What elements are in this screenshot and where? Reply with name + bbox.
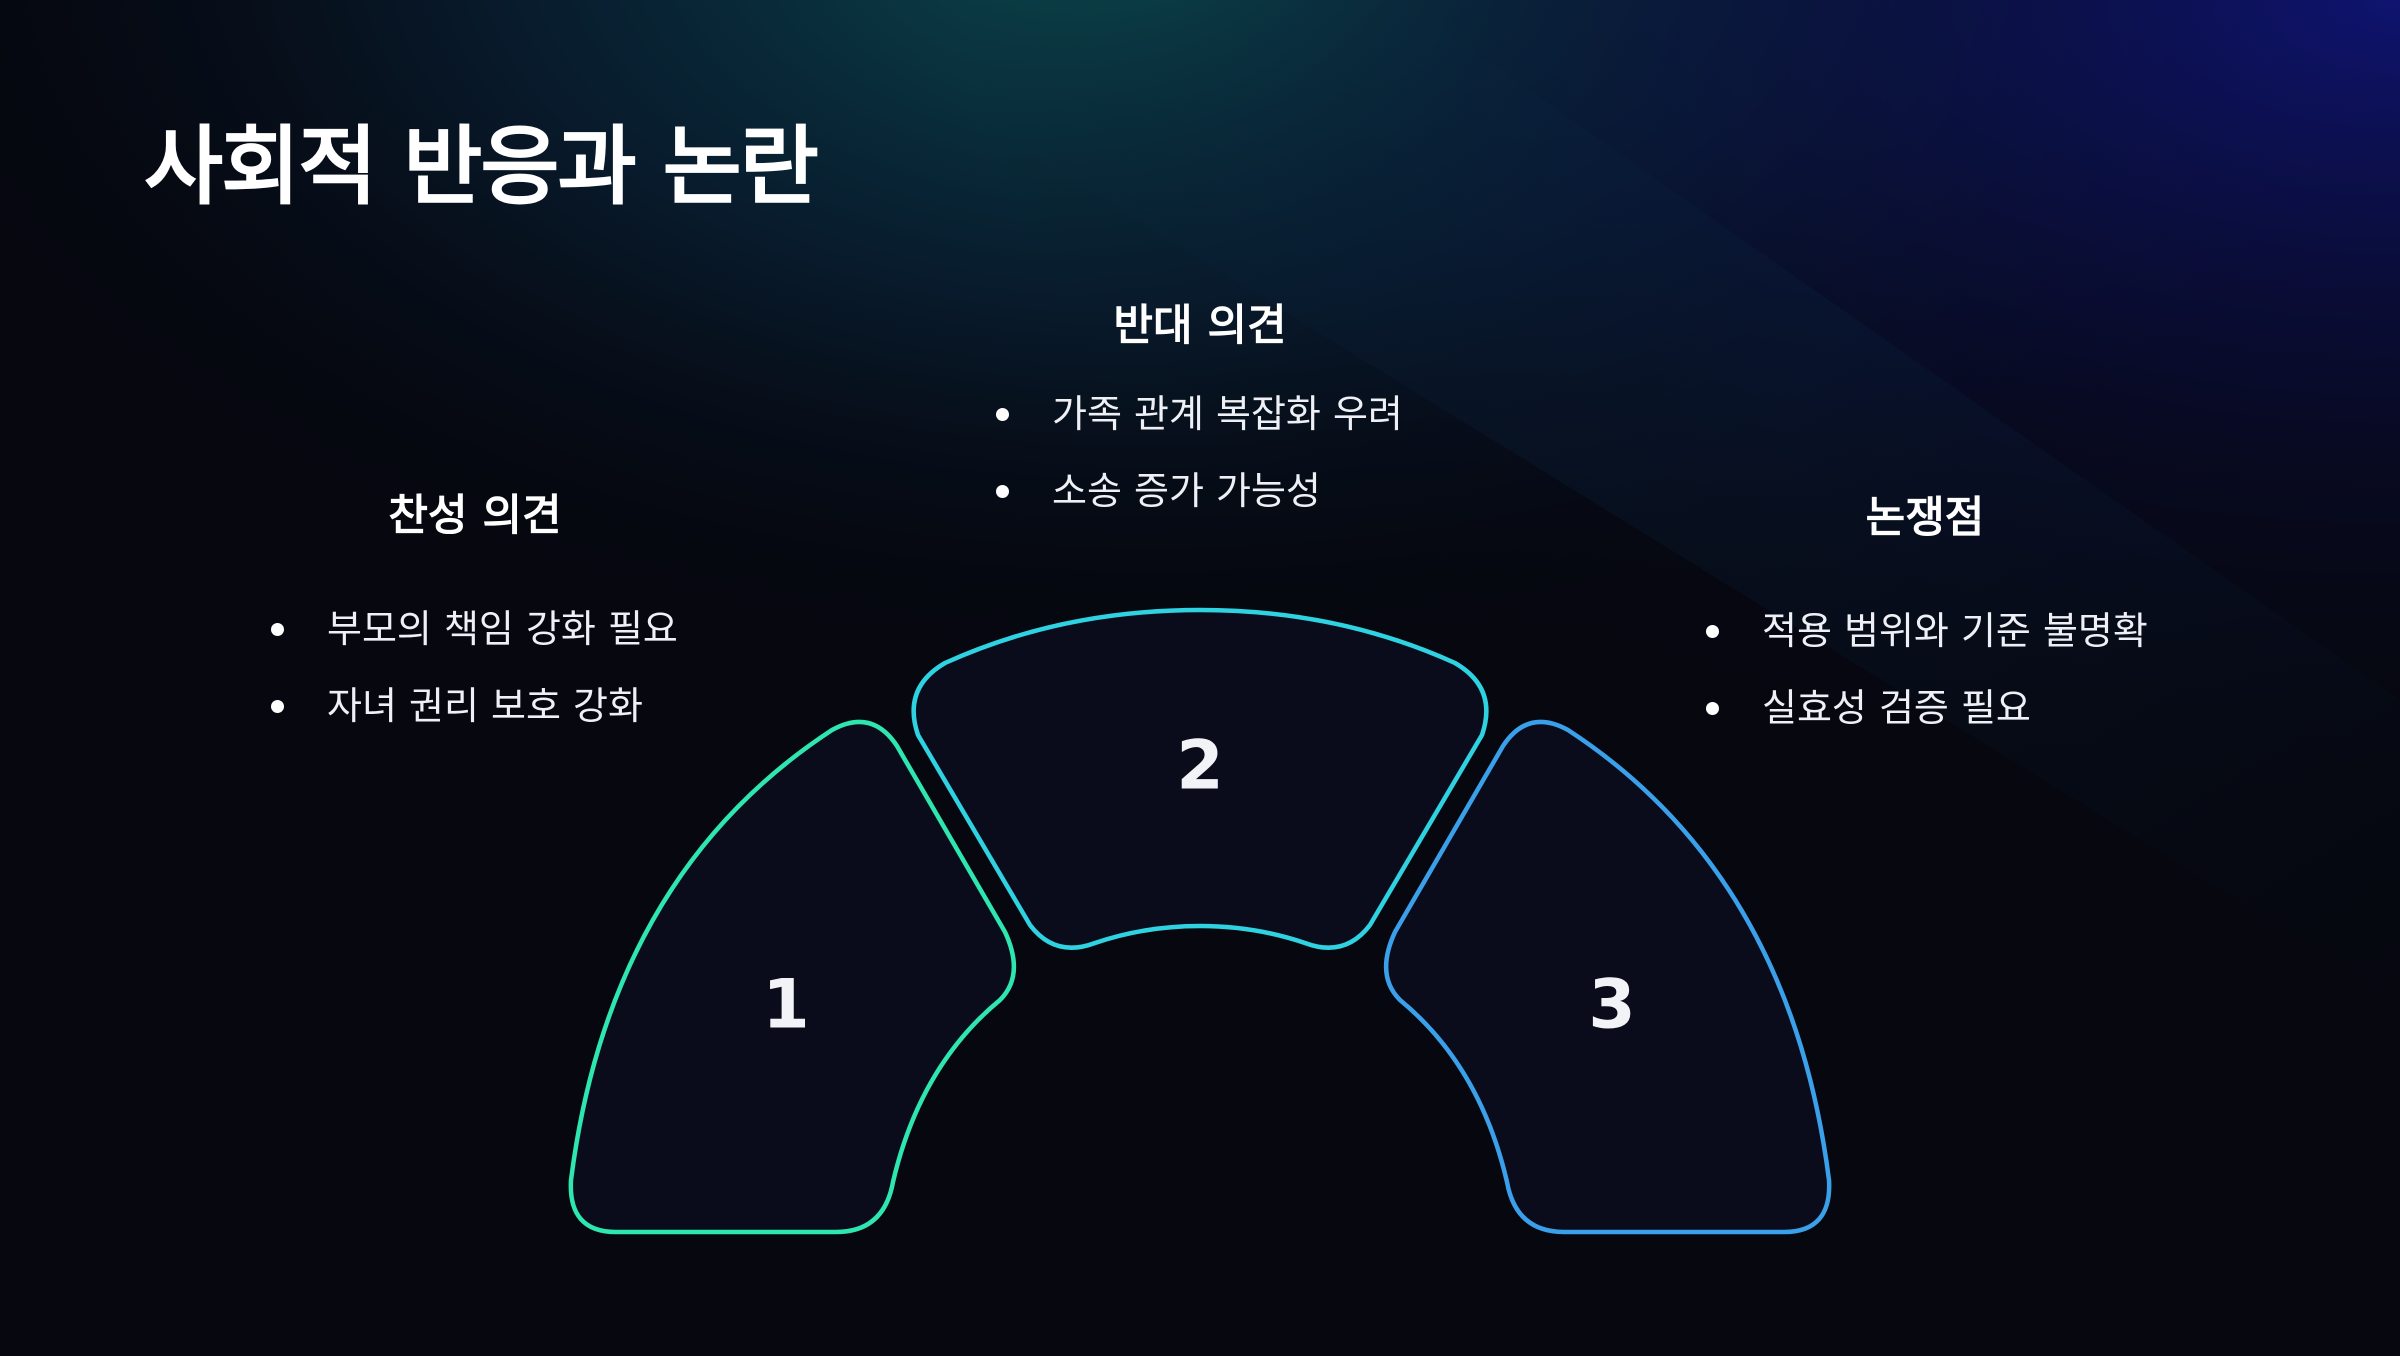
segment-2: 2 bbox=[911, 607, 1489, 950]
segment-2-number: 2 bbox=[1176, 727, 1223, 806]
list-item: 실효성 검증 필요 bbox=[1706, 683, 2300, 733]
segment-1-shape bbox=[568, 719, 1017, 1235]
list-item: 부모의 책임 강화 필요 bbox=[271, 604, 820, 654]
segment-2-shape bbox=[911, 607, 1489, 950]
segment-3: 3 bbox=[1383, 719, 1832, 1235]
contentious-points: 논쟁점 적용 범위와 기준 불명확 실효성 검증 필요 bbox=[1700, 490, 2300, 760]
list-item: 자녀 권리 보호 강화 bbox=[271, 681, 820, 731]
contentious-points-list: 적용 범위와 기준 불명확 실효성 검증 필요 bbox=[1700, 606, 2300, 733]
segment-3-number: 3 bbox=[1588, 966, 1635, 1045]
list-item: 적용 범위와 기준 불명확 bbox=[1706, 606, 2300, 656]
supporting-opinions-list: 부모의 책임 강화 필요 자녀 권리 보호 강화 bbox=[265, 604, 820, 731]
bullet-icon bbox=[996, 485, 1009, 498]
bullet-icon bbox=[1706, 702, 1719, 715]
list-item: 소송 증가 가능성 bbox=[996, 466, 1490, 516]
opposing-opinions: 반대 의견 가족 관계 복잡화 우려 소송 증가 가능성 bbox=[990, 298, 1490, 543]
segment-1: 1 bbox=[568, 719, 1017, 1235]
opposing-opinions-heading: 반대 의견 bbox=[1113, 301, 1287, 351]
supporting-opinions: 찬성 의견 부모의 책임 강화 필요 자녀 권리 보호 강화 bbox=[265, 488, 820, 758]
list-item: 가족 관계 복잡화 우려 bbox=[996, 389, 1490, 439]
bullet-icon bbox=[996, 408, 1009, 421]
segment-1-number: 1 bbox=[762, 966, 809, 1045]
segment-3-shape bbox=[1383, 719, 1832, 1235]
bullet-icon bbox=[271, 623, 284, 636]
opposing-opinions-list: 가족 관계 복잡화 우려 소송 증가 가능성 bbox=[990, 389, 1490, 516]
bullet-icon bbox=[271, 700, 284, 713]
supporting-opinions-heading: 찬성 의견 bbox=[388, 491, 562, 541]
contentious-points-heading: 논쟁점 bbox=[1865, 493, 1985, 543]
page-title: 사회적 반응과 논란 bbox=[144, 117, 819, 217]
bullet-icon bbox=[1706, 625, 1719, 638]
